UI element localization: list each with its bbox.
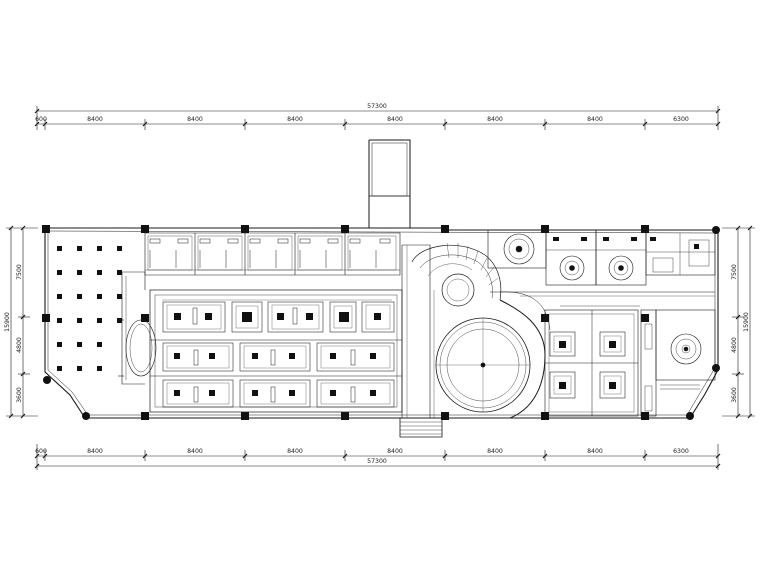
left-total-dimension: 15900 [4,312,11,332]
top-dim-seg-2: 8400 [87,116,103,123]
left-dimension-chain [6,225,38,419]
ceiling-panels-row-1 [162,301,395,333]
top-room-fixtures [149,238,391,268]
bottom-dim-seg-2: 8400 [87,448,103,455]
top-dim-seg-5: 8400 [387,116,403,123]
ceiling-panels-row-3-fixtures [193,386,356,403]
right-top-rooms [487,229,716,297]
bottom-dim-seg-8: 6300 [673,448,689,455]
bottom-total-dimension: 57300 [367,458,387,465]
bottom-dim-seg-1: 600 [35,448,47,455]
top-dim-seg-4: 8400 [287,116,303,123]
lobby-corridor [401,244,435,418]
ceiling-panels-row-3-lights [174,390,376,396]
left-hall-partition [118,271,157,385]
ceiling-panels-row-1-fixtures [192,307,298,325]
bottom-dim-seg-4: 8400 [287,448,303,455]
right-total-dimension: 15900 [743,312,750,332]
central-ceiling-frame [149,289,403,413]
right-lower-panels [549,331,626,399]
ceiling-panels-row-1-lights [174,312,381,322]
left-dim-seg-3: 3600 [16,387,23,403]
round-ceiling-fixture-right [670,333,702,365]
top-dim-seg-3: 8400 [187,116,203,123]
left-hall-light-grid [57,246,122,371]
curved-staircase [411,242,502,307]
right-dimension-chain [722,225,755,419]
ceiling-panels-row-3 [162,379,395,408]
round-atrium [435,317,531,413]
ceiling-panels-row-2-lights [174,353,376,359]
top-room-row [144,232,401,276]
structural-columns [42,225,720,420]
right-dim-seg-2: 4800 [731,337,738,353]
top-dim-seg-1: 600 [35,116,47,123]
right-lower-rooms [544,309,716,417]
top-total-dimension: 57300 [367,103,387,110]
top-dim-seg-8: 6300 [673,116,689,123]
top-dim-seg-6: 8400 [487,116,503,123]
left-dim-seg-1: 7500 [16,264,23,280]
building-outline [44,139,719,438]
right-top-fixture-marks [553,237,699,249]
top-dimension-chain [34,106,721,130]
right-dim-seg-1: 7500 [731,264,738,280]
bottom-dim-seg-6: 8400 [487,448,503,455]
ceiling-panels-row-2 [162,342,395,372]
ceiling-panels-row-2-fixtures [193,349,356,366]
bottom-dim-seg-7: 8400 [587,448,603,455]
bottom-dim-seg-3: 8400 [187,448,203,455]
bottom-dim-seg-5: 8400 [387,448,403,455]
right-lower-detail-lines [560,305,700,390]
left-dim-seg-2: 4800 [16,337,23,353]
top-dim-seg-7: 8400 [587,116,603,123]
bottom-dimension-chain [34,444,721,470]
right-lower-panel-lights [559,341,616,389]
right-dim-seg-3: 3600 [731,387,738,403]
round-ceiling-fixtures-top [503,233,634,281]
